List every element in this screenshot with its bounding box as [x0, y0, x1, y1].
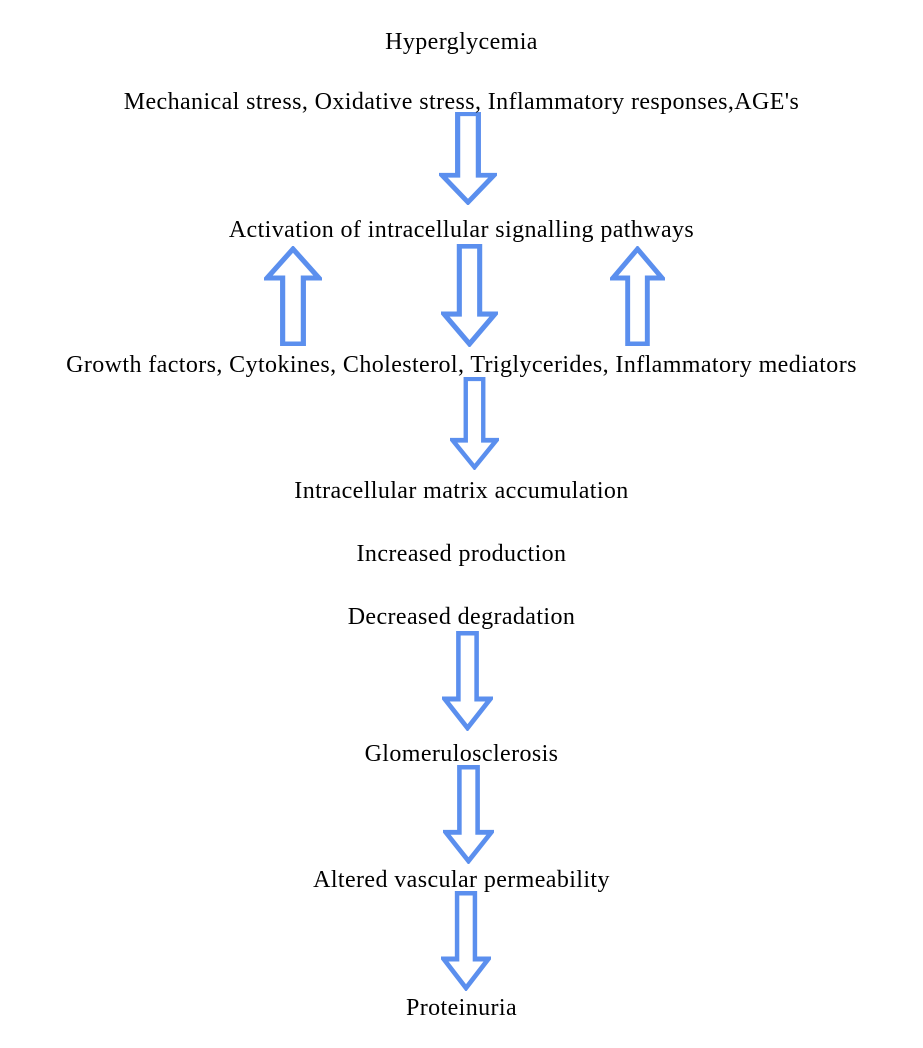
node-label-proteinuria: Proteinuria [405, 995, 518, 1021]
down-arrow-icon [441, 244, 498, 347]
down-arrow-icon [450, 377, 499, 470]
node-label-decreased-degradation: Decreased degradation [347, 604, 576, 630]
down-arrow-icon [442, 631, 493, 731]
node-label-activation: Activation of intracellular signalling p… [228, 217, 695, 243]
up-arrow-icon [610, 246, 665, 346]
node-label-stimuli: Mechanical stress, Oxidative stress, Inf… [123, 89, 800, 115]
node-label-increased-production: Increased production [356, 541, 567, 567]
up-arrow-icon [264, 246, 322, 346]
node-label-hyperglycemia: Hyperglycemia [385, 29, 538, 55]
down-arrow-icon [439, 112, 497, 205]
node-label-altered-permeability: Altered vascular permeability [313, 867, 610, 893]
down-arrow-icon [441, 891, 491, 991]
node-label-mediators: Growth factors, Cytokines, Cholesterol, … [66, 352, 857, 378]
node-label-glomerulosclerosis: Glomerulosclerosis [364, 741, 559, 767]
down-arrow-icon [443, 765, 494, 864]
node-label-matrix-accumulation: Intracellular matrix accumulation [294, 478, 629, 504]
